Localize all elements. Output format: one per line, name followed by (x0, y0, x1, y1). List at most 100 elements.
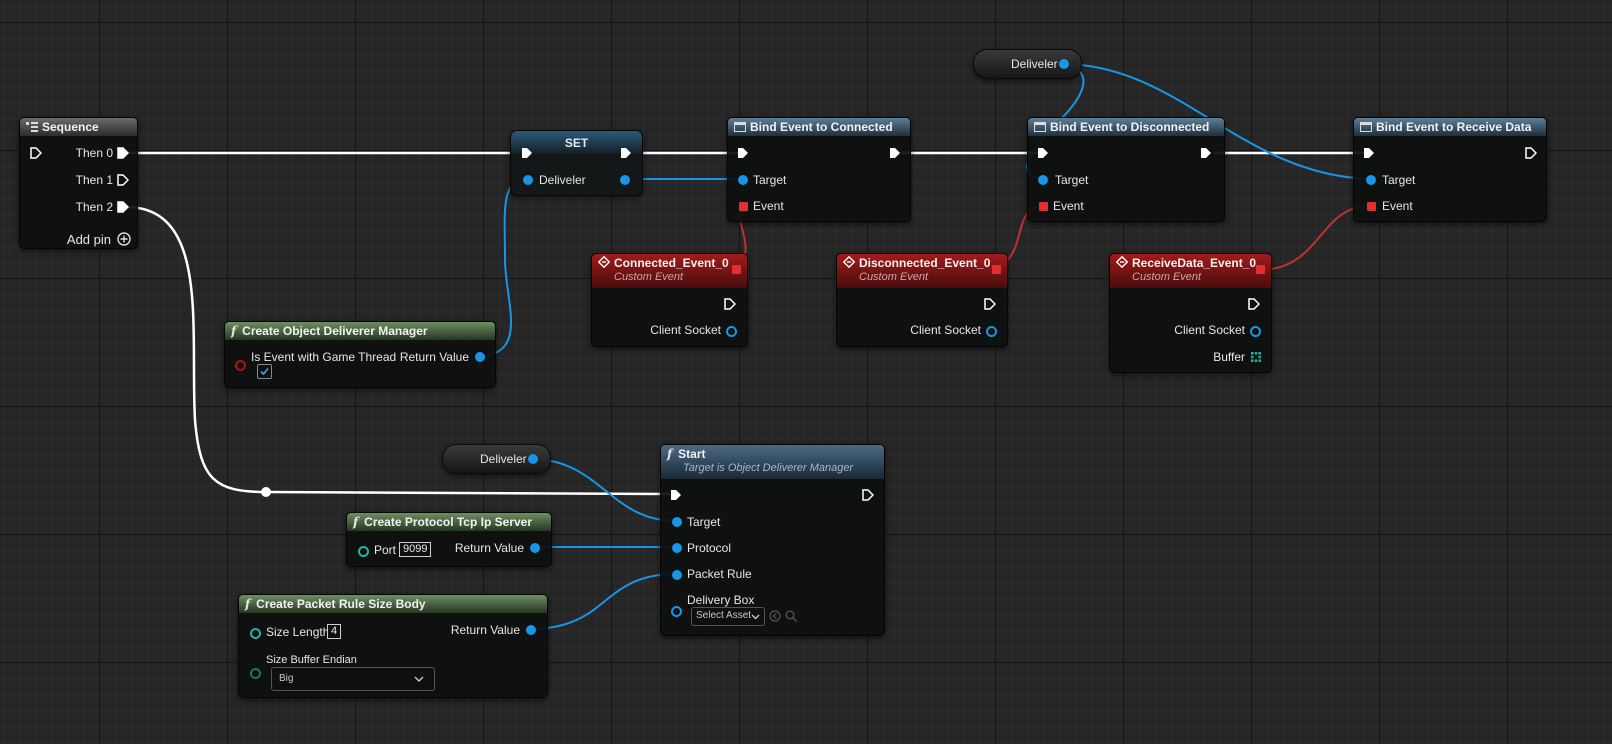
tcp-server-title: Create Protocol Tcp Ip Server (364, 515, 533, 529)
bind-receive-event-pin[interactable] (1367, 202, 1376, 211)
endian-value: Big (279, 673, 294, 684)
start-protocol-pin[interactable] (672, 543, 682, 553)
set-node[interactable]: SET Deliveler (510, 130, 643, 196)
bind-disconnected-node[interactable]: Bind Event to Disconnected Target Event (1027, 117, 1225, 222)
bind-connected-title: Bind Event to Connected (750, 120, 893, 134)
buffer-array-pin-icon[interactable] (1251, 352, 1261, 362)
tcp-server-return-pin[interactable] (530, 543, 540, 553)
bind-disconnected-exec-in[interactable] (1037, 147, 1049, 159)
set-exec-out-pin[interactable] (620, 147, 632, 159)
bind-connected-target-pin[interactable] (738, 175, 748, 185)
deliveler-var-top[interactable]: Deliveler (973, 49, 1082, 79)
use-selected-asset-icon[interactable] (769, 610, 781, 622)
then1-exec-pin[interactable] (117, 174, 129, 186)
then2-exec-pin[interactable] (117, 201, 129, 213)
disconnected-event-exec-out[interactable] (984, 298, 996, 310)
game-thread-checkbox[interactable] (257, 364, 272, 379)
disconnected-event-client-socket-label: Client Socket (910, 323, 981, 337)
start-exec-out[interactable] (862, 489, 874, 501)
bind-receive-exec-out[interactable] (1525, 147, 1537, 159)
tcp-server-header[interactable]: f Create Protocol Tcp Ip Server (347, 513, 551, 531)
connected-event-delegate-pin[interactable] (732, 265, 741, 274)
wire-packet-start (528, 573, 677, 630)
start-exec-in[interactable] (670, 489, 682, 501)
bind-receive-exec-in[interactable] (1363, 147, 1375, 159)
endian-dropdown[interactable]: Big (271, 667, 435, 691)
select-asset-dropdown[interactable]: Select Asset (691, 607, 765, 626)
custom-event-icon (843, 256, 855, 268)
set-deliveler-in-pin[interactable] (523, 175, 533, 185)
packet-rule-return-pin[interactable] (526, 625, 536, 635)
connected-event-client-socket-pin[interactable] (726, 326, 737, 337)
bind-connected-exec-out[interactable] (889, 147, 901, 159)
start-packet-rule-pin[interactable] (672, 570, 682, 580)
receive-event-node[interactable]: ReceiveData_Event_0 Custom Event Client … (1109, 253, 1272, 373)
then0-exec-pin[interactable] (117, 147, 129, 159)
bind-disconnected-event-pin[interactable] (1039, 202, 1048, 211)
bind-connected-exec-in[interactable] (737, 147, 749, 159)
start-title: Start (678, 447, 706, 461)
port-input[interactable]: 9099 (399, 542, 432, 557)
disconnected-event-delegate-pin[interactable] (992, 265, 1001, 274)
create-manager-title: Create Object Deliverer Manager (242, 324, 428, 338)
add-pin-label[interactable]: Add pin (66, 232, 111, 247)
receive-event-header[interactable]: ReceiveData_Event_0 Custom Event (1110, 254, 1271, 288)
select-asset-label: Select Asset (696, 610, 752, 621)
disconnected-event-node[interactable]: Disconnected_Event_0 Custom Event Client… (836, 253, 1008, 347)
bind-disconnected-header[interactable]: Bind Event to Disconnected (1028, 118, 1224, 136)
connected-event-title: Connected_Event_0 (614, 256, 729, 270)
port-int-pin[interactable] (358, 546, 369, 557)
set-exec-in-pin[interactable] (521, 147, 533, 159)
bind-receive-node[interactable]: Bind Event to Receive Data Target Event (1353, 117, 1547, 222)
start-delivery-box-label: Delivery Box (687, 593, 755, 607)
deliveler-var-mid-pin[interactable] (528, 454, 538, 464)
browse-asset-search-icon[interactable] (785, 610, 797, 622)
function-icon: f (353, 515, 359, 529)
deliveler-var-top-pin[interactable] (1059, 59, 1069, 69)
receive-event-exec-out[interactable] (1248, 298, 1260, 310)
bind-disconnected-target-pin[interactable] (1038, 175, 1048, 185)
bind-receive-event-label: Event (1382, 199, 1413, 213)
connected-event-header[interactable]: Connected_Event_0 Custom Event (592, 254, 747, 288)
deliveler-var-mid[interactable]: Deliveler (442, 444, 551, 474)
bind-receive-header[interactable]: Bind Event to Receive Data (1354, 118, 1546, 136)
tcp-server-return-label: Return Value (454, 541, 524, 555)
start-target-pin[interactable] (672, 517, 682, 527)
set-deliveler-out-pin[interactable] (620, 175, 630, 185)
disconnected-event-client-socket-pin[interactable] (986, 326, 997, 337)
receive-event-delegate-pin[interactable] (1256, 265, 1265, 274)
disconnected-event-subtitle: Custom Event (859, 271, 929, 283)
sequence-exec-in-pin[interactable] (30, 147, 42, 159)
size-length-input[interactable]: 4 (327, 624, 342, 639)
add-pin-icon[interactable] (117, 232, 131, 246)
bind-receive-target-pin[interactable] (1366, 175, 1376, 185)
sequence-node[interactable]: Sequence Then 0 Then 1 Then 2 Add pin (19, 117, 138, 249)
port-label: Port (374, 543, 397, 557)
connected-event-exec-out[interactable] (724, 298, 736, 310)
start-delivery-box-pin[interactable] (671, 606, 682, 617)
then2-label: Then 2 (75, 200, 113, 214)
bind-disconnected-exec-out[interactable] (1200, 147, 1212, 159)
bind-connected-icon (734, 122, 746, 132)
endian-enum-pin[interactable] (250, 668, 261, 679)
bind-connected-node[interactable]: Bind Event to Connected Target Event (727, 117, 911, 222)
bind-connected-header[interactable]: Bind Event to Connected (728, 118, 910, 136)
bind-connected-event-pin[interactable] (739, 202, 748, 211)
create-manager-return-pin[interactable] (475, 352, 485, 362)
connected-event-node[interactable]: Connected_Event_0 Custom Event Client So… (591, 253, 748, 347)
size-length-int-pin[interactable] (250, 628, 261, 639)
game-thread-bool-pin[interactable] (235, 360, 246, 371)
receive-event-title: ReceiveData_Event_0 (1132, 256, 1257, 270)
custom-event-icon (1116, 256, 1128, 268)
receive-event-client-socket-pin[interactable] (1250, 326, 1261, 337)
tcp-server-node[interactable]: f Create Protocol Tcp Ip Server Port 9099… (346, 512, 552, 567)
deliveler-var-mid-label: Deliveler (480, 452, 527, 466)
sequence-header[interactable]: Sequence (20, 118, 137, 136)
disconnected-event-header[interactable]: Disconnected_Event_0 Custom Event (837, 254, 1007, 288)
